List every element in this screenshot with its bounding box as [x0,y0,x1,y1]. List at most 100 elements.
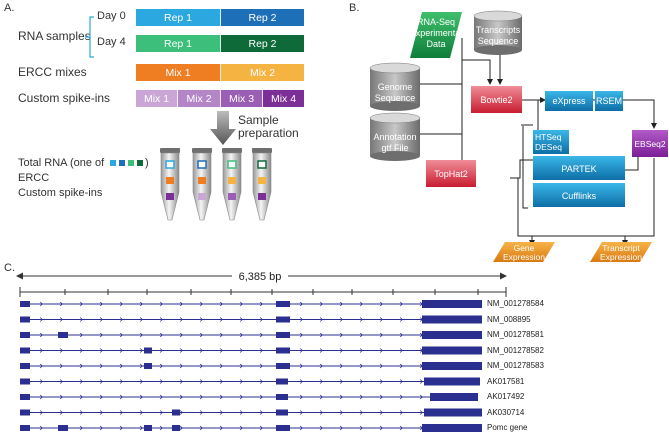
strand-chevron [299,379,304,384]
exon-block [422,315,482,324]
tube-3 [222,148,242,221]
strand-chevron [379,317,384,322]
transcript-track [20,424,482,432]
strand-chevron [399,425,404,431]
strand-chevron [99,410,104,415]
strand-chevron [319,394,324,400]
strand-chevron [379,394,384,400]
exon-block [422,346,482,355]
rna-samples-bracket [85,16,94,58]
strand-chevron [139,410,144,415]
strand-chevron [399,301,404,307]
custom-mix2-bar: Mix 2 [178,90,221,107]
strand-chevron [319,301,324,307]
strand-chevron [159,410,164,415]
tube-2 [192,148,212,221]
strand-chevron [319,317,324,322]
sample-tubes [160,148,272,221]
strand-chevron [39,348,44,353]
strand-chevron [139,363,144,369]
bowtie2-label: Bowtie2 [480,95,512,105]
genome-sequence-node: Genome Sequence [369,62,421,111]
strand-chevron [79,348,84,353]
transcripts-sequence-node: Transcripts Sequence [473,10,523,55]
strand-chevron [219,317,224,322]
strand-chevron [259,379,264,384]
strand-chevron [319,410,324,415]
annotation-gtf-node: Annotation gtf File [369,112,421,161]
panel-a-letter: A. [4,2,15,14]
exon-block [276,363,290,369]
strand-chevron [199,363,204,369]
strand-chevron [199,379,204,384]
exon-block [422,300,482,308]
strand-chevron [239,348,244,353]
gene-expression-node: Gene Expression [493,242,555,262]
strand-chevron [99,332,104,338]
exon-block [424,408,482,417]
transcript-label: AK030714 [487,407,525,417]
strand-chevron [59,317,64,322]
transcript-expr-line-1: Transcript [602,243,640,253]
transcript-track [20,408,482,417]
strand-chevron [99,348,104,353]
strand-chevron [59,379,64,384]
strand-chevron [159,301,164,307]
exon-block [20,347,30,354]
strand-chevron [319,379,324,384]
strand-chevron [159,379,164,384]
strand-chevron [39,363,44,369]
strand-chevron [239,379,244,384]
strand-chevron [299,410,304,415]
down-arrow-icon [210,111,236,145]
strand-chevron [259,301,264,307]
transcript-tracks [20,300,482,432]
strand-chevron [339,379,344,384]
strand-chevron [399,379,404,384]
transcript-track [20,300,482,308]
strand-chevron [379,410,384,415]
strand-chevron [239,332,244,338]
strand-chevron [219,348,224,353]
day4-rep1-bar: Rep 1 [136,35,221,52]
exon-block [58,425,68,431]
strand-chevron [59,301,64,307]
strand-chevron [339,410,344,415]
exon-block [276,409,288,416]
strand-chevron [199,410,204,415]
transcript-expr-line-2: Expression [600,252,642,262]
strand-chevron [219,394,224,400]
genome-line-1: Genome [378,82,413,92]
total-rna-close: ) [145,157,149,169]
strand-chevron [199,332,204,338]
strand-chevron [139,317,144,322]
rnaseq-line-3: Data [426,39,445,49]
strand-chevron [239,394,244,400]
transcripts-line-1: Transcripts [476,25,521,35]
strand-chevron [219,379,224,384]
strand-chevron [179,317,184,322]
strand-chevron [339,394,344,400]
strand-chevron [139,348,144,353]
sample-prep-label-2: preparation [238,126,299,140]
strand-chevron [179,301,184,307]
custom-tube-label: Custom spike-ins [18,187,103,199]
strand-chevron [59,363,64,369]
transcript-expression-node: Transcript Expression [590,242,652,262]
strand-chevron [139,301,144,307]
strand-chevron [159,363,164,369]
total-rna-label: Total RNA (one of [18,157,105,169]
day0-rep2-bar: Rep 2 [221,9,304,26]
strand-chevron [359,410,364,415]
day4-label: Day 4 [97,36,126,48]
transcript-track [20,315,482,324]
strand-chevron [299,332,304,338]
exon-block [276,378,288,385]
strand-chevron [259,317,264,322]
exon-block [422,362,482,370]
strand-chevron [159,394,164,400]
strand-chevron [79,410,84,415]
transcript-label: NM_001278582 [487,345,544,355]
tophat2-node: TopHat2 [426,160,476,187]
ercc-mix2-bar: Mix 2 [221,64,304,81]
